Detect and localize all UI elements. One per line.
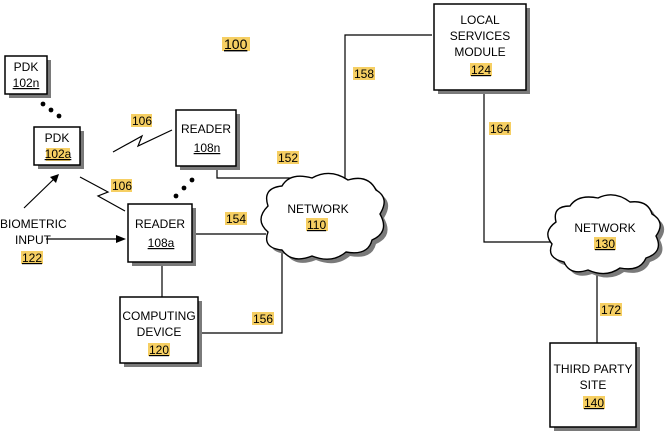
- arrow-head-reader-icon: [116, 235, 126, 243]
- biometric-title-line2: INPUT: [15, 233, 52, 247]
- third-party-title-line1: THIRD PARTY: [554, 362, 633, 376]
- link-label-158: 158: [354, 67, 374, 81]
- ellipsis-dots-pdk-icon: [41, 102, 62, 119]
- reader-n-ref: 108n: [194, 141, 221, 155]
- computing-title-line2: DEVICE: [137, 325, 182, 339]
- computing-ref: 120: [149, 343, 169, 357]
- third-party-ref: 140: [584, 396, 604, 410]
- computing-device-box: COMPUTING DEVICE 120: [120, 297, 202, 367]
- line-network-local-services: [345, 35, 432, 182]
- link-label-106-lower: 106: [112, 179, 132, 193]
- line-local-network130: [484, 90, 556, 242]
- network-110-cloud: NETWORK 110: [261, 173, 388, 263]
- pdk-n-box: PDK 102n: [5, 56, 51, 98]
- ellipsis-dots-reader-icon: [174, 178, 195, 199]
- local-services-title-line3: MODULE: [454, 45, 505, 59]
- local-services-module-box: LOCAL SERVICES MODULE 124: [434, 4, 530, 94]
- network-110-ref: 110: [307, 218, 326, 232]
- pdk-n-ref: 102n: [13, 76, 40, 90]
- local-services-title-line2: SERVICES: [450, 29, 510, 43]
- figure-number: 100: [224, 36, 248, 52]
- reader-a-ref: 108a: [148, 236, 175, 250]
- arrow-biometric-pdk-line: [24, 178, 55, 208]
- pdk-n-title: PDK: [14, 60, 39, 74]
- biometric-title-line1: BIOMETRIC: [0, 217, 67, 231]
- pdk-a-title: PDK: [45, 131, 70, 145]
- link-label-106-upper: 106: [132, 114, 152, 128]
- reader-n-title: READER: [181, 122, 231, 136]
- pdk-a-box: PDK 102a: [34, 127, 84, 169]
- link-label-154: 154: [226, 212, 246, 226]
- computing-title-line1: COMPUTING: [122, 309, 195, 323]
- wireless-link-upper-icon: [113, 130, 172, 152]
- reader-n-box: READER 108n: [176, 110, 240, 170]
- local-services-title-line1: LOCAL: [460, 13, 500, 27]
- reader-a-title: READER: [135, 217, 185, 231]
- third-party-title-line2: SITE: [580, 378, 607, 392]
- link-label-156: 156: [253, 312, 273, 326]
- third-party-site-box: THIRD PARTY SITE 140: [550, 343, 640, 431]
- network-130-cloud: NETWORK 130: [548, 195, 664, 278]
- biometric-ref: 122: [22, 251, 42, 265]
- link-label-164: 164: [490, 122, 510, 136]
- pdk-a-ref: 102a: [45, 147, 72, 161]
- reader-a-box: READER 108a: [128, 204, 196, 266]
- biometric-input-label: BIOMETRIC INPUT 122: [0, 217, 67, 265]
- link-label-152: 152: [278, 151, 298, 165]
- network-130-ref: 130: [595, 237, 615, 251]
- network-130-title: NETWORK: [574, 221, 635, 235]
- link-label-172: 172: [601, 303, 621, 317]
- local-services-ref: 124: [471, 63, 491, 77]
- network-110-title: NETWORK: [287, 202, 348, 216]
